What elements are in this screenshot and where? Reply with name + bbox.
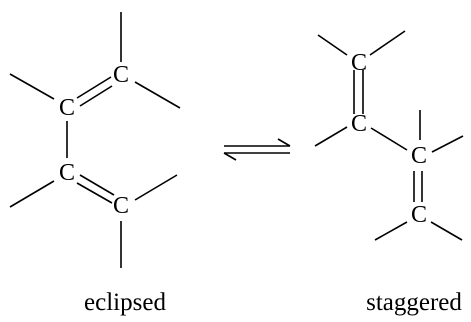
staggered-conformer: C C C C xyxy=(314,30,464,241)
carbon-atom: C xyxy=(351,50,367,76)
bond xyxy=(314,126,348,147)
bond xyxy=(370,127,408,151)
bond xyxy=(374,221,408,241)
carbon-atom: C xyxy=(411,143,427,169)
double-bond-inner xyxy=(79,174,115,196)
double-bond-outer xyxy=(76,76,112,99)
bond xyxy=(430,221,463,241)
reverse-arrow-head xyxy=(223,152,237,161)
carbon-atom: C xyxy=(113,62,129,88)
eclipsed-conformer: C C C C xyxy=(9,12,181,268)
forward-arrow-head xyxy=(277,138,291,147)
double-bond-inner xyxy=(79,85,113,107)
bond xyxy=(9,73,55,100)
carbon-atom: C xyxy=(411,202,427,228)
bond xyxy=(134,81,181,109)
eclipsed-label: eclipsed xyxy=(84,289,166,316)
carbon-atom: C xyxy=(113,193,129,219)
bond xyxy=(134,174,178,201)
staggered-label: staggered xyxy=(366,289,462,316)
bond xyxy=(9,180,55,208)
carbon-atom: C xyxy=(351,111,367,137)
bond xyxy=(369,30,406,56)
carbon-atom: C xyxy=(59,160,75,186)
bond xyxy=(317,34,348,56)
equilibrium-arrows-icon xyxy=(223,138,291,161)
carbon-atom: C xyxy=(59,95,75,121)
double-bond-outer xyxy=(76,182,113,204)
bond xyxy=(431,135,464,153)
